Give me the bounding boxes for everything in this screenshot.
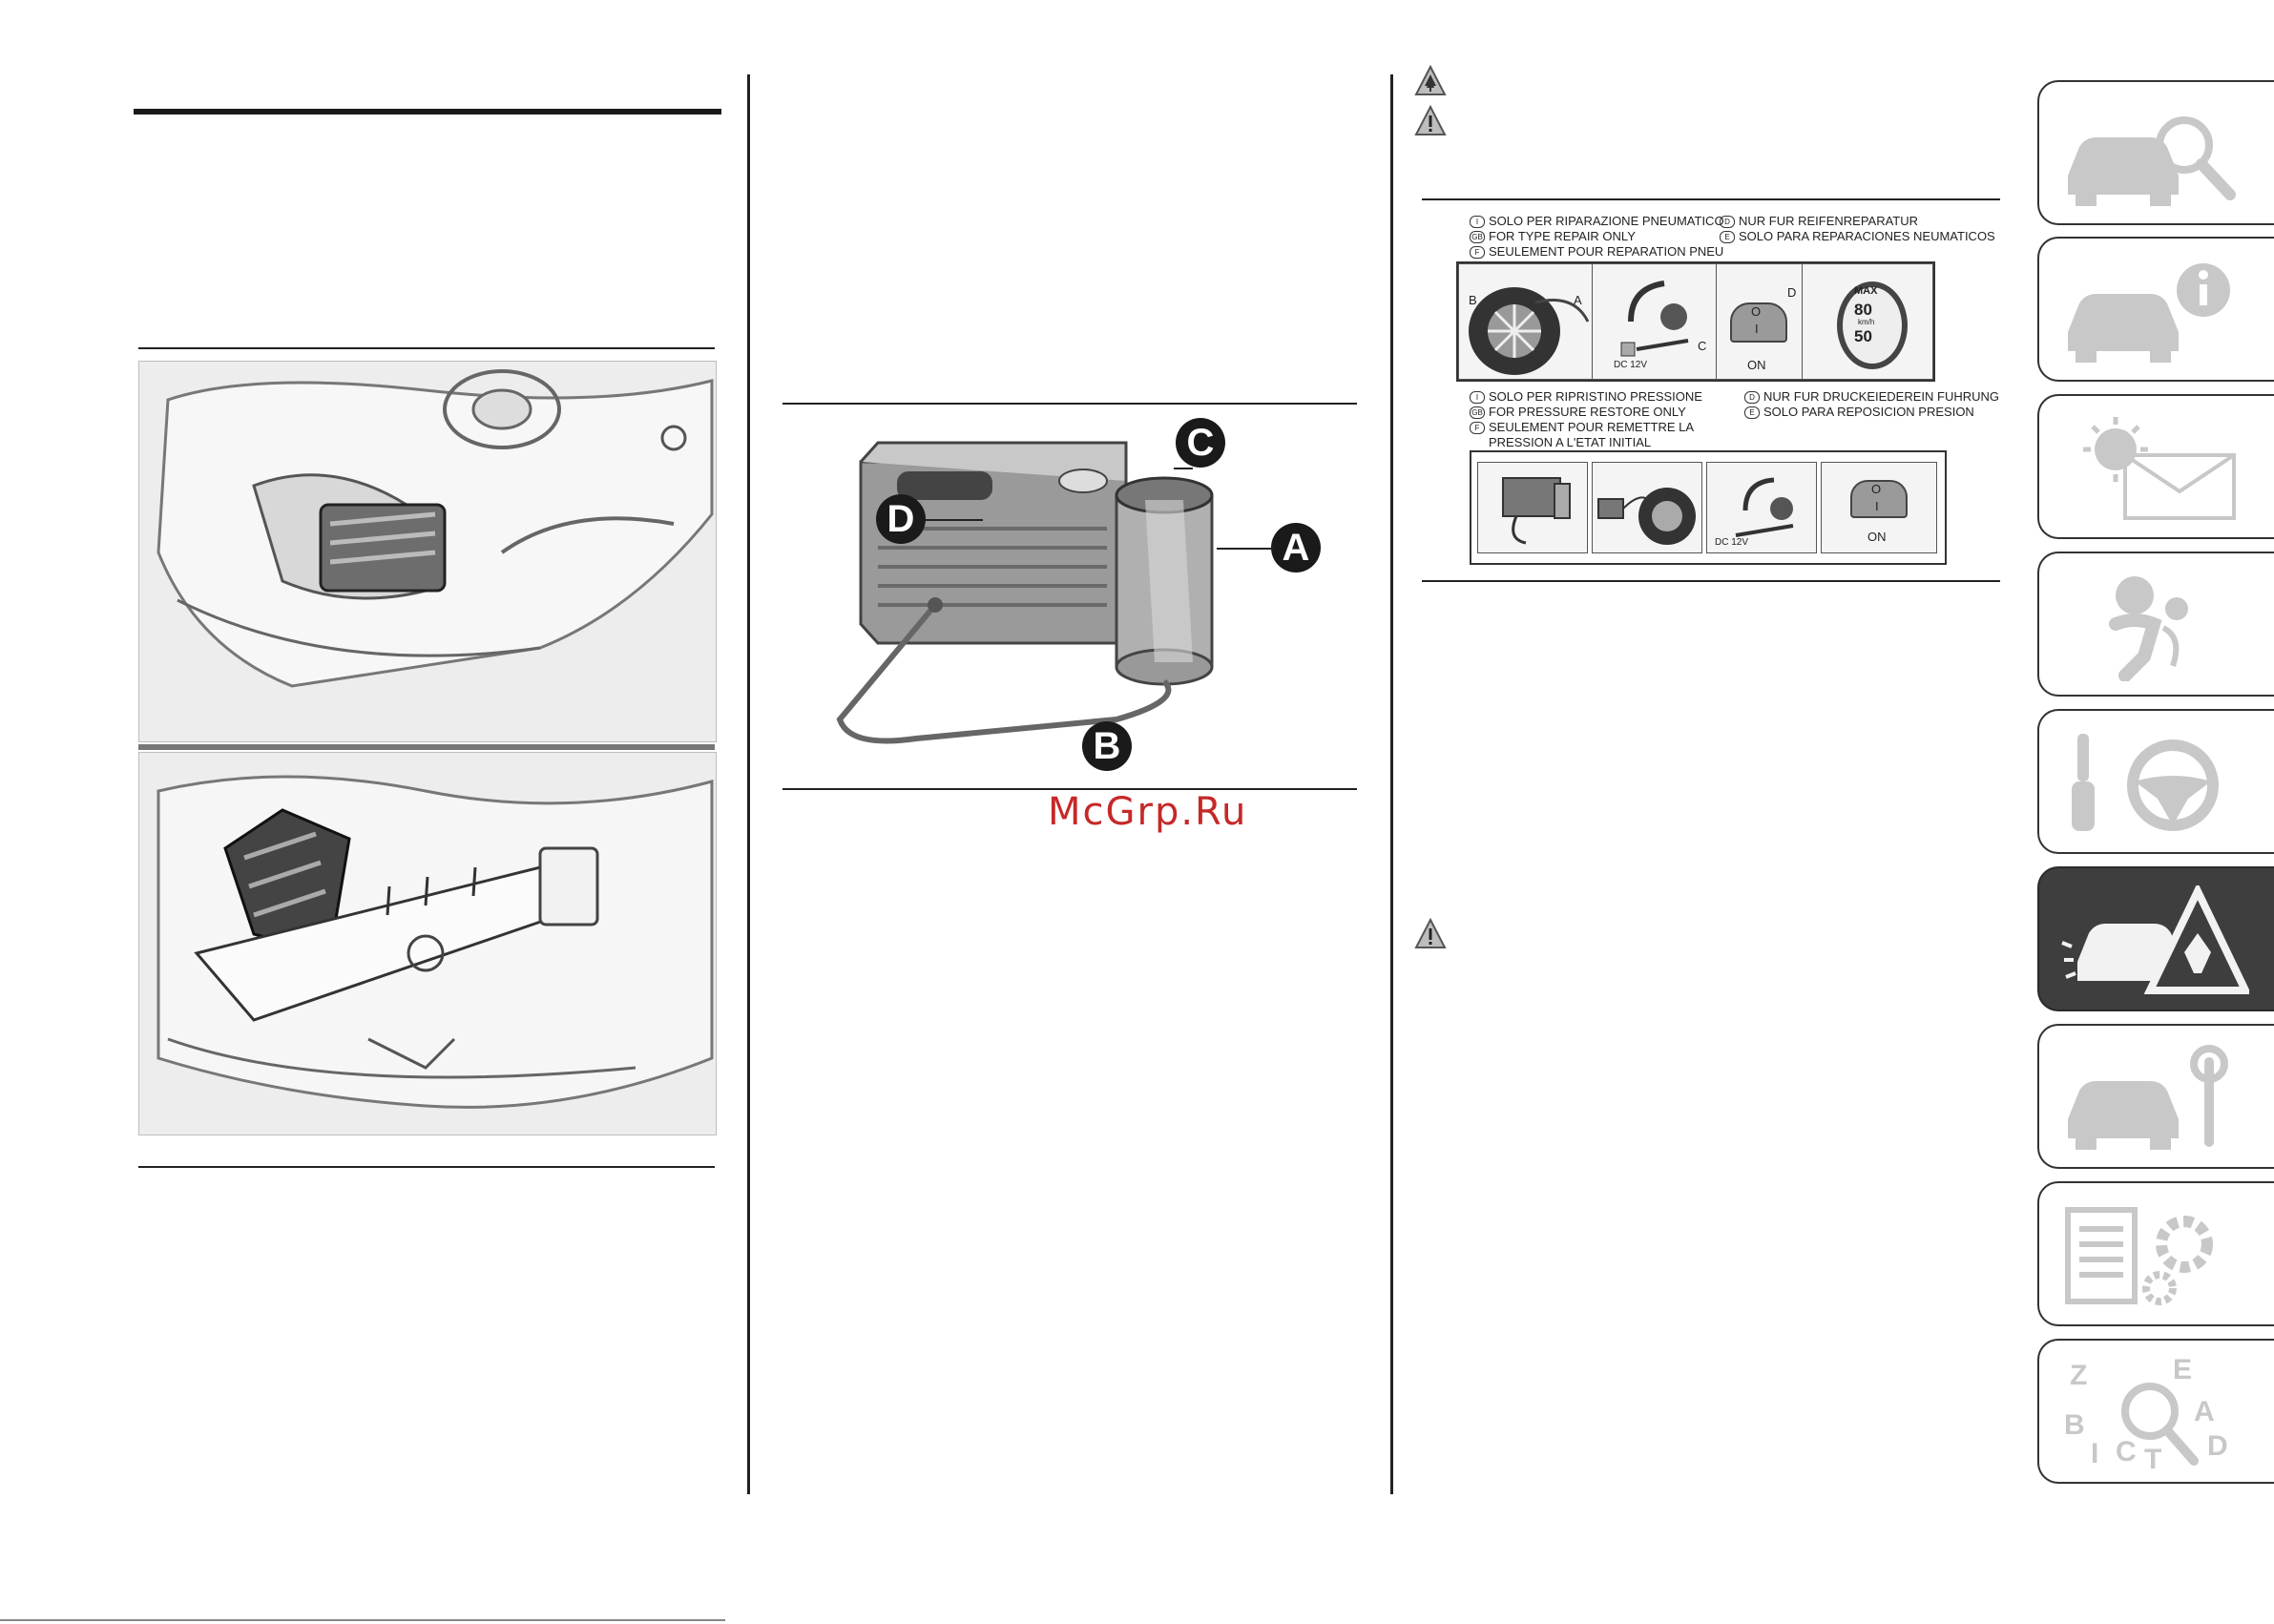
callout-c: C — [1176, 418, 1225, 468]
car-maintenance-icon — [2068, 1045, 2228, 1150]
figure-compressor-bracket — [138, 752, 717, 1135]
figure-separator — [138, 744, 715, 750]
callout-a: A — [1271, 523, 1321, 573]
tab-index[interactable]: Z E A B D I C T — [2037, 1339, 2274, 1484]
car-info-icon — [2068, 263, 2230, 363]
cell-inflate — [1592, 462, 1702, 553]
tab-car-info[interactable] — [2037, 237, 2274, 382]
figure-bottom-rule — [138, 1166, 715, 1168]
index-icon: Z E A B D I C T — [2064, 1358, 2228, 1468]
column-divider-right — [1390, 74, 1393, 1494]
svg-text:D: D — [2207, 1430, 2228, 1462]
airbag-icon — [2109, 576, 2188, 681]
cell-switch: O I D ON — [1716, 263, 1804, 380]
figure-trunk-compartment — [138, 361, 717, 742]
tab-emergency[interactable] — [2037, 866, 2274, 1011]
watermark: McGrp.Ru — [1048, 790, 1248, 834]
cell-switch-on: O I ON — [1821, 462, 1937, 553]
tab-starting-driving[interactable] — [2037, 709, 2274, 854]
figure-compressor: C D A B — [782, 405, 1357, 786]
svg-text:E: E — [2173, 1358, 2192, 1385]
label-row-2: DC 12V O I ON — [1470, 450, 1947, 565]
cell-speed-limit: MAX 80 50 km/h — [1802, 263, 1933, 380]
svg-text:C: C — [2116, 1436, 2137, 1468]
breakdown-icon — [2061, 885, 2249, 994]
svg-text:T: T — [2144, 1444, 2161, 1468]
cell-compressor — [1477, 462, 1588, 553]
cell-plug-2: DC 12V — [1706, 462, 1817, 553]
callout-d: D — [876, 494, 926, 544]
tab-technical-data[interactable] — [2037, 1181, 2274, 1326]
environment-icon — [1414, 65, 1447, 95]
tab-warning-lights[interactable] — [2037, 394, 2274, 539]
warning-icon — [1414, 105, 1447, 135]
warning-light-icon — [2083, 417, 2236, 520]
page-bottom-rule — [0, 1619, 725, 1621]
label-top-rule — [1422, 198, 2000, 200]
compressor-figure-bottom-rule — [782, 788, 1357, 790]
tab-knowing-car[interactable] — [2037, 80, 2274, 225]
label-row-1: B A C DC 12V O I D ON MAX 80 50 km/h — [1456, 261, 1935, 382]
technical-data-icon — [2065, 1207, 2213, 1305]
tab-maintenance[interactable] — [2037, 1024, 2274, 1169]
cell-plug: C DC 12V — [1592, 263, 1718, 380]
compressor-figure-top-rule — [782, 403, 1357, 405]
section-heading-rule — [134, 109, 721, 115]
svg-text:Z: Z — [2070, 1360, 2087, 1391]
car-search-icon — [2068, 116, 2236, 206]
cell-tyre: B A — [1458, 263, 1594, 380]
key-steering-icon — [2072, 734, 2219, 831]
callout-b: B — [1082, 721, 1132, 771]
column-divider-left — [747, 74, 750, 1494]
warning-icon-2 — [1414, 918, 1447, 948]
figure-top-rule — [138, 347, 715, 349]
svg-text:A: A — [2194, 1396, 2215, 1427]
label-bottom-rule — [1422, 580, 2000, 582]
svg-text:B: B — [2064, 1409, 2085, 1441]
svg-text:I: I — [2091, 1438, 2098, 1468]
tab-safety[interactable] — [2037, 552, 2274, 697]
label-mid-line-4: PRESSION A L'ETAT INITIAL — [1489, 435, 1652, 449]
